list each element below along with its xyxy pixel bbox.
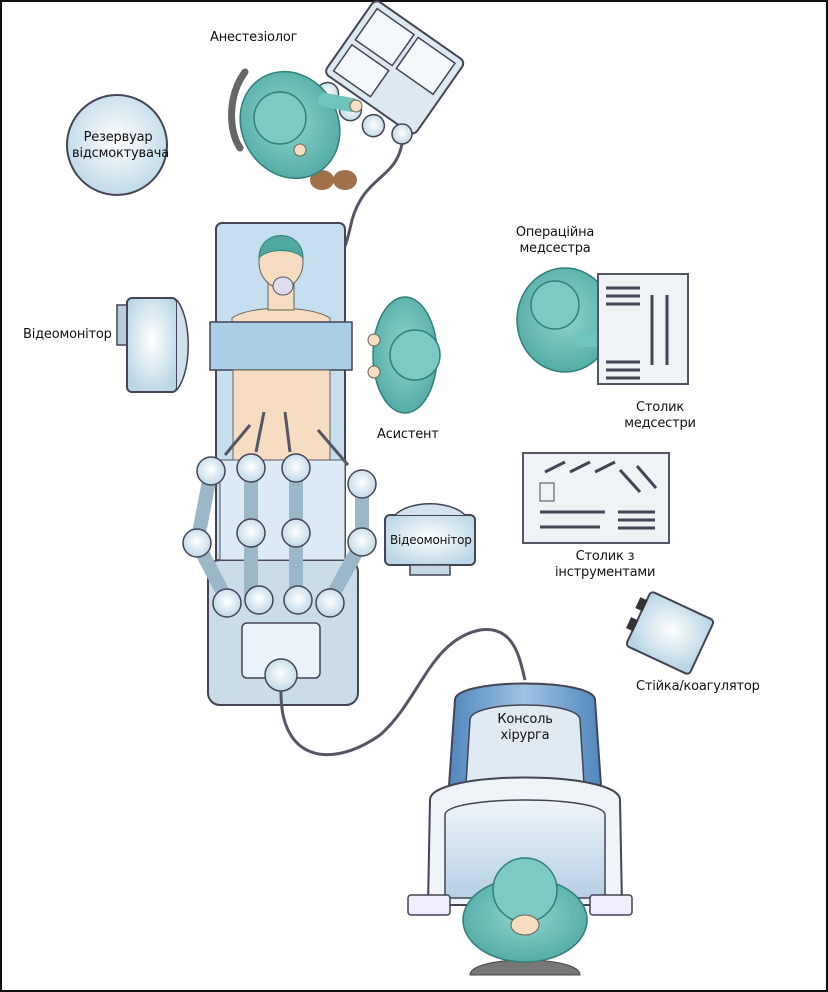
scrub-nurse-label: Операційна медсестра — [515, 225, 595, 257]
anesthesia-gauge — [391, 123, 413, 145]
surgeon-console-label-line1: Консоль — [497, 712, 553, 727]
surgeon-console-label: Консоль хірурга — [485, 712, 565, 744]
nurse-table-label: Столик медсестри — [620, 400, 700, 432]
surgeon-console-label-line2: хірурга — [500, 728, 550, 743]
instrument-table-label: Столик з інструментами — [555, 549, 655, 581]
video-monitor-left-label: Відеомонітор — [23, 327, 112, 342]
instrument-table-label-line1: Столик з — [575, 549, 635, 564]
assistant-figure — [367, 296, 441, 414]
video-monitor-center — [384, 503, 476, 576]
surgeon-console — [407, 682, 633, 916]
robot-arms — [182, 411, 377, 618]
instrument-table-label-line2: інструментами — [555, 565, 656, 580]
robot-cable — [279, 628, 527, 757]
anesthesiologist-label: Анестезіолог — [210, 30, 298, 45]
video-monitor-left — [116, 297, 189, 393]
assistant-label: Асистент — [377, 427, 439, 442]
suction-reservoir — [66, 94, 168, 196]
instrument-table — [522, 452, 670, 544]
coagulator-stand-label: Стійка/коагулятор — [636, 679, 760, 694]
coagulator-stand — [625, 591, 715, 675]
scrub-nurse-label-line2: медсестра — [519, 241, 591, 256]
anesthesiologist-figure — [228, 68, 363, 190]
patient — [209, 235, 353, 561]
nurse-table — [597, 273, 689, 385]
suction-reservoir-label-line1: Резервуар — [83, 130, 153, 145]
scrub-nurse-label-line1: Операційна — [515, 225, 595, 240]
nurse-table-label-line1: Столик — [635, 400, 684, 415]
suction-reservoir-label: Резервуар відсмоктувача — [72, 130, 169, 162]
surgeon-figure — [462, 857, 588, 976]
video-monitor-center-label: Відеомонітор — [390, 533, 472, 547]
suction-reservoir-label-line2: відсмоктувача — [72, 146, 169, 161]
nurse-table-label-line2: медсестри — [624, 416, 696, 431]
